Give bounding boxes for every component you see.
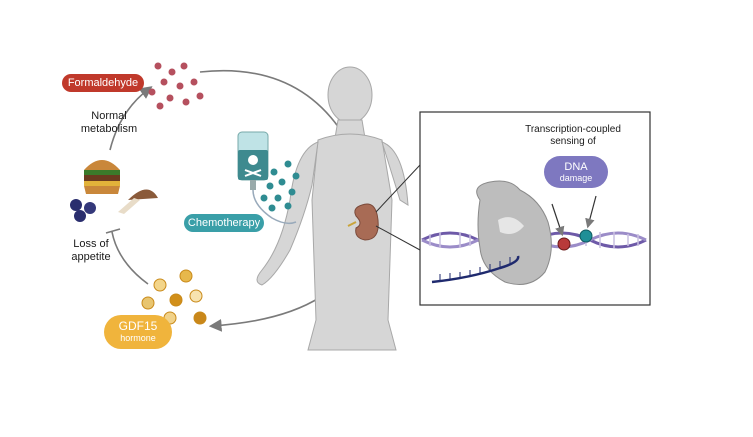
gdf15-label: GDF15 [118,319,158,333]
human-body [256,66,409,351]
inhibit-bar [105,228,121,234]
tc-sensing-line2: sensing of [550,136,596,147]
inhibit-arrow-left [111,231,149,285]
rna-ticks [439,257,511,281]
zoom-line-top [375,164,421,213]
dna-lesion-teal [579,229,593,243]
food-icon [70,160,158,222]
damage-arrow-right [585,195,597,229]
gdf15-sublabel: hormone [120,333,156,343]
zoom-line-bottom [375,225,421,251]
dna-damage-label: DNA [564,160,588,173]
gdf15-pill: GDF15 hormone [104,315,172,349]
dna-damage-sublabel: damage [559,172,593,183]
chemotherapy-pill: Chemotherapy [184,214,264,232]
chemo-molecules [260,160,300,212]
normal-metabolism-label: Normal metabolism [80,110,138,135]
formaldehyde-molecules [148,62,204,110]
iv-bag-icon [237,131,297,225]
formaldehyde-label: Formaldehyde [67,77,139,89]
damage-arrow-left [551,203,565,237]
chemotherapy-label: Chemotherapy [187,217,261,229]
rna-strand [431,255,520,284]
tc-sensing-line1: Transcription-coupled [525,124,621,135]
dna-lesion-red [557,237,571,251]
rna-polymerase-icon [476,180,552,285]
gdf15-molecules [141,269,207,325]
formaldehyde-pill: Formaldehyde [62,74,144,92]
dna-damage-pill: DNA damage [544,156,608,188]
kidney-icon [347,203,379,241]
loss-of-appetite-label: Loss of appetite [71,238,111,263]
tc-sensing-label: Transcription-coupled sensing of [508,124,638,148]
cycle-arrow-left-up [109,86,153,151]
